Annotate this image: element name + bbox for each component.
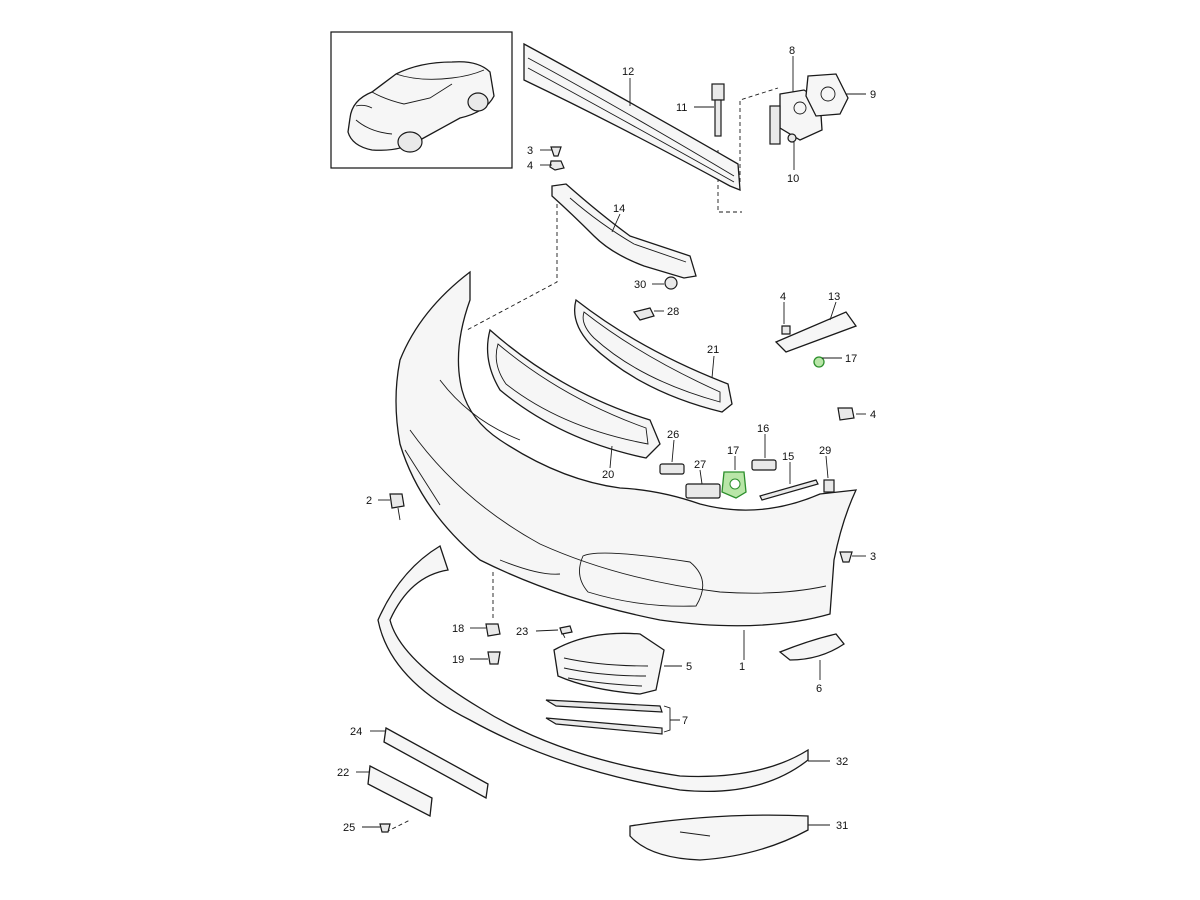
part-20-grille <box>486 328 661 459</box>
part-22-plate-base <box>367 764 433 818</box>
callout-17-center: 17 <box>727 445 739 457</box>
part-21-grille-frame <box>573 298 733 413</box>
part-26-bracket <box>659 463 685 475</box>
callout-20: 20 <box>602 469 614 481</box>
part-30-nut <box>664 276 678 290</box>
part-13-side-bracket <box>774 311 858 353</box>
callout-26: 26 <box>667 429 679 441</box>
part-24-plate-holder <box>383 726 489 800</box>
callout-4-top: 4 <box>527 160 533 172</box>
callout-13: 13 <box>828 291 840 303</box>
callout-4-upper-right: 4 <box>780 291 786 303</box>
callout-10: 10 <box>787 173 799 185</box>
callout-11: 11 <box>676 102 687 114</box>
callout-16: 16 <box>757 423 769 435</box>
part-25-screw <box>379 823 391 833</box>
part-9-plate <box>805 73 849 117</box>
part-6-side-trim <box>778 633 845 661</box>
part-19-screw <box>487 651 501 665</box>
callout-1: 1 <box>739 661 745 673</box>
callout-12: 12 <box>622 66 634 78</box>
callout-8: 8 <box>789 45 795 57</box>
callout-6: 6 <box>816 683 822 695</box>
part-28-screw <box>632 307 655 321</box>
part-17-clip-center <box>721 471 747 499</box>
callout-labels: 1 2 3 3 4 4 4 5 6 7 8 9 10 11 12 13 14 1… <box>337 45 876 834</box>
part-11-bolt <box>711 83 725 137</box>
callout-7: 7 <box>682 715 688 727</box>
callout-22: 22 <box>337 767 349 779</box>
callout-2: 2 <box>366 495 372 507</box>
callout-28: 28 <box>667 306 679 318</box>
callout-31: 31 <box>836 820 848 832</box>
part-12-reinforcement-beam <box>523 42 741 191</box>
part-4-nut-right <box>837 407 855 421</box>
callout-14: 14 <box>613 203 625 215</box>
part-17-clip-right <box>813 356 825 368</box>
part-3-clip-top <box>550 146 562 157</box>
callout-3-right: 3 <box>870 551 876 563</box>
part-4-nut-top <box>549 160 565 171</box>
callout-29: 29 <box>819 445 831 457</box>
callout-15: 15 <box>782 451 794 463</box>
callout-19: 19 <box>452 654 464 666</box>
part-18-nut <box>485 623 501 637</box>
leader-lines <box>356 56 866 828</box>
part-2-tow-hook-cover <box>389 493 405 521</box>
car-thumbnail <box>330 31 513 169</box>
part-15-strip <box>759 479 819 501</box>
callout-27: 27 <box>694 459 706 471</box>
callout-21: 21 <box>707 344 719 356</box>
part-10-screw <box>787 133 797 143</box>
callout-32: 32 <box>836 756 848 768</box>
part-29-clip <box>823 479 835 493</box>
part-16-bracket <box>751 459 777 471</box>
part-31-lower-trim <box>629 814 809 861</box>
callout-9: 9 <box>870 89 876 101</box>
part-23-screw <box>559 625 573 635</box>
callout-30: 30 <box>634 279 646 291</box>
part-14-carrier <box>551 183 697 279</box>
callout-5: 5 <box>686 661 692 673</box>
callout-23: 23 <box>516 626 528 638</box>
part-3-screw-right <box>839 551 853 563</box>
callout-4-right: 4 <box>870 409 876 421</box>
part-5-side-grille <box>553 632 665 695</box>
part-27-bracket <box>685 483 721 499</box>
callout-25: 25 <box>343 822 355 834</box>
callout-3-top: 3 <box>527 145 533 157</box>
part-7-strips <box>545 699 663 735</box>
part-32-spoiler <box>377 545 809 793</box>
callout-17-right: 17 <box>845 353 857 365</box>
callout-18: 18 <box>452 623 464 635</box>
callout-24: 24 <box>350 726 362 738</box>
part-1-bumper-cover <box>395 270 858 627</box>
